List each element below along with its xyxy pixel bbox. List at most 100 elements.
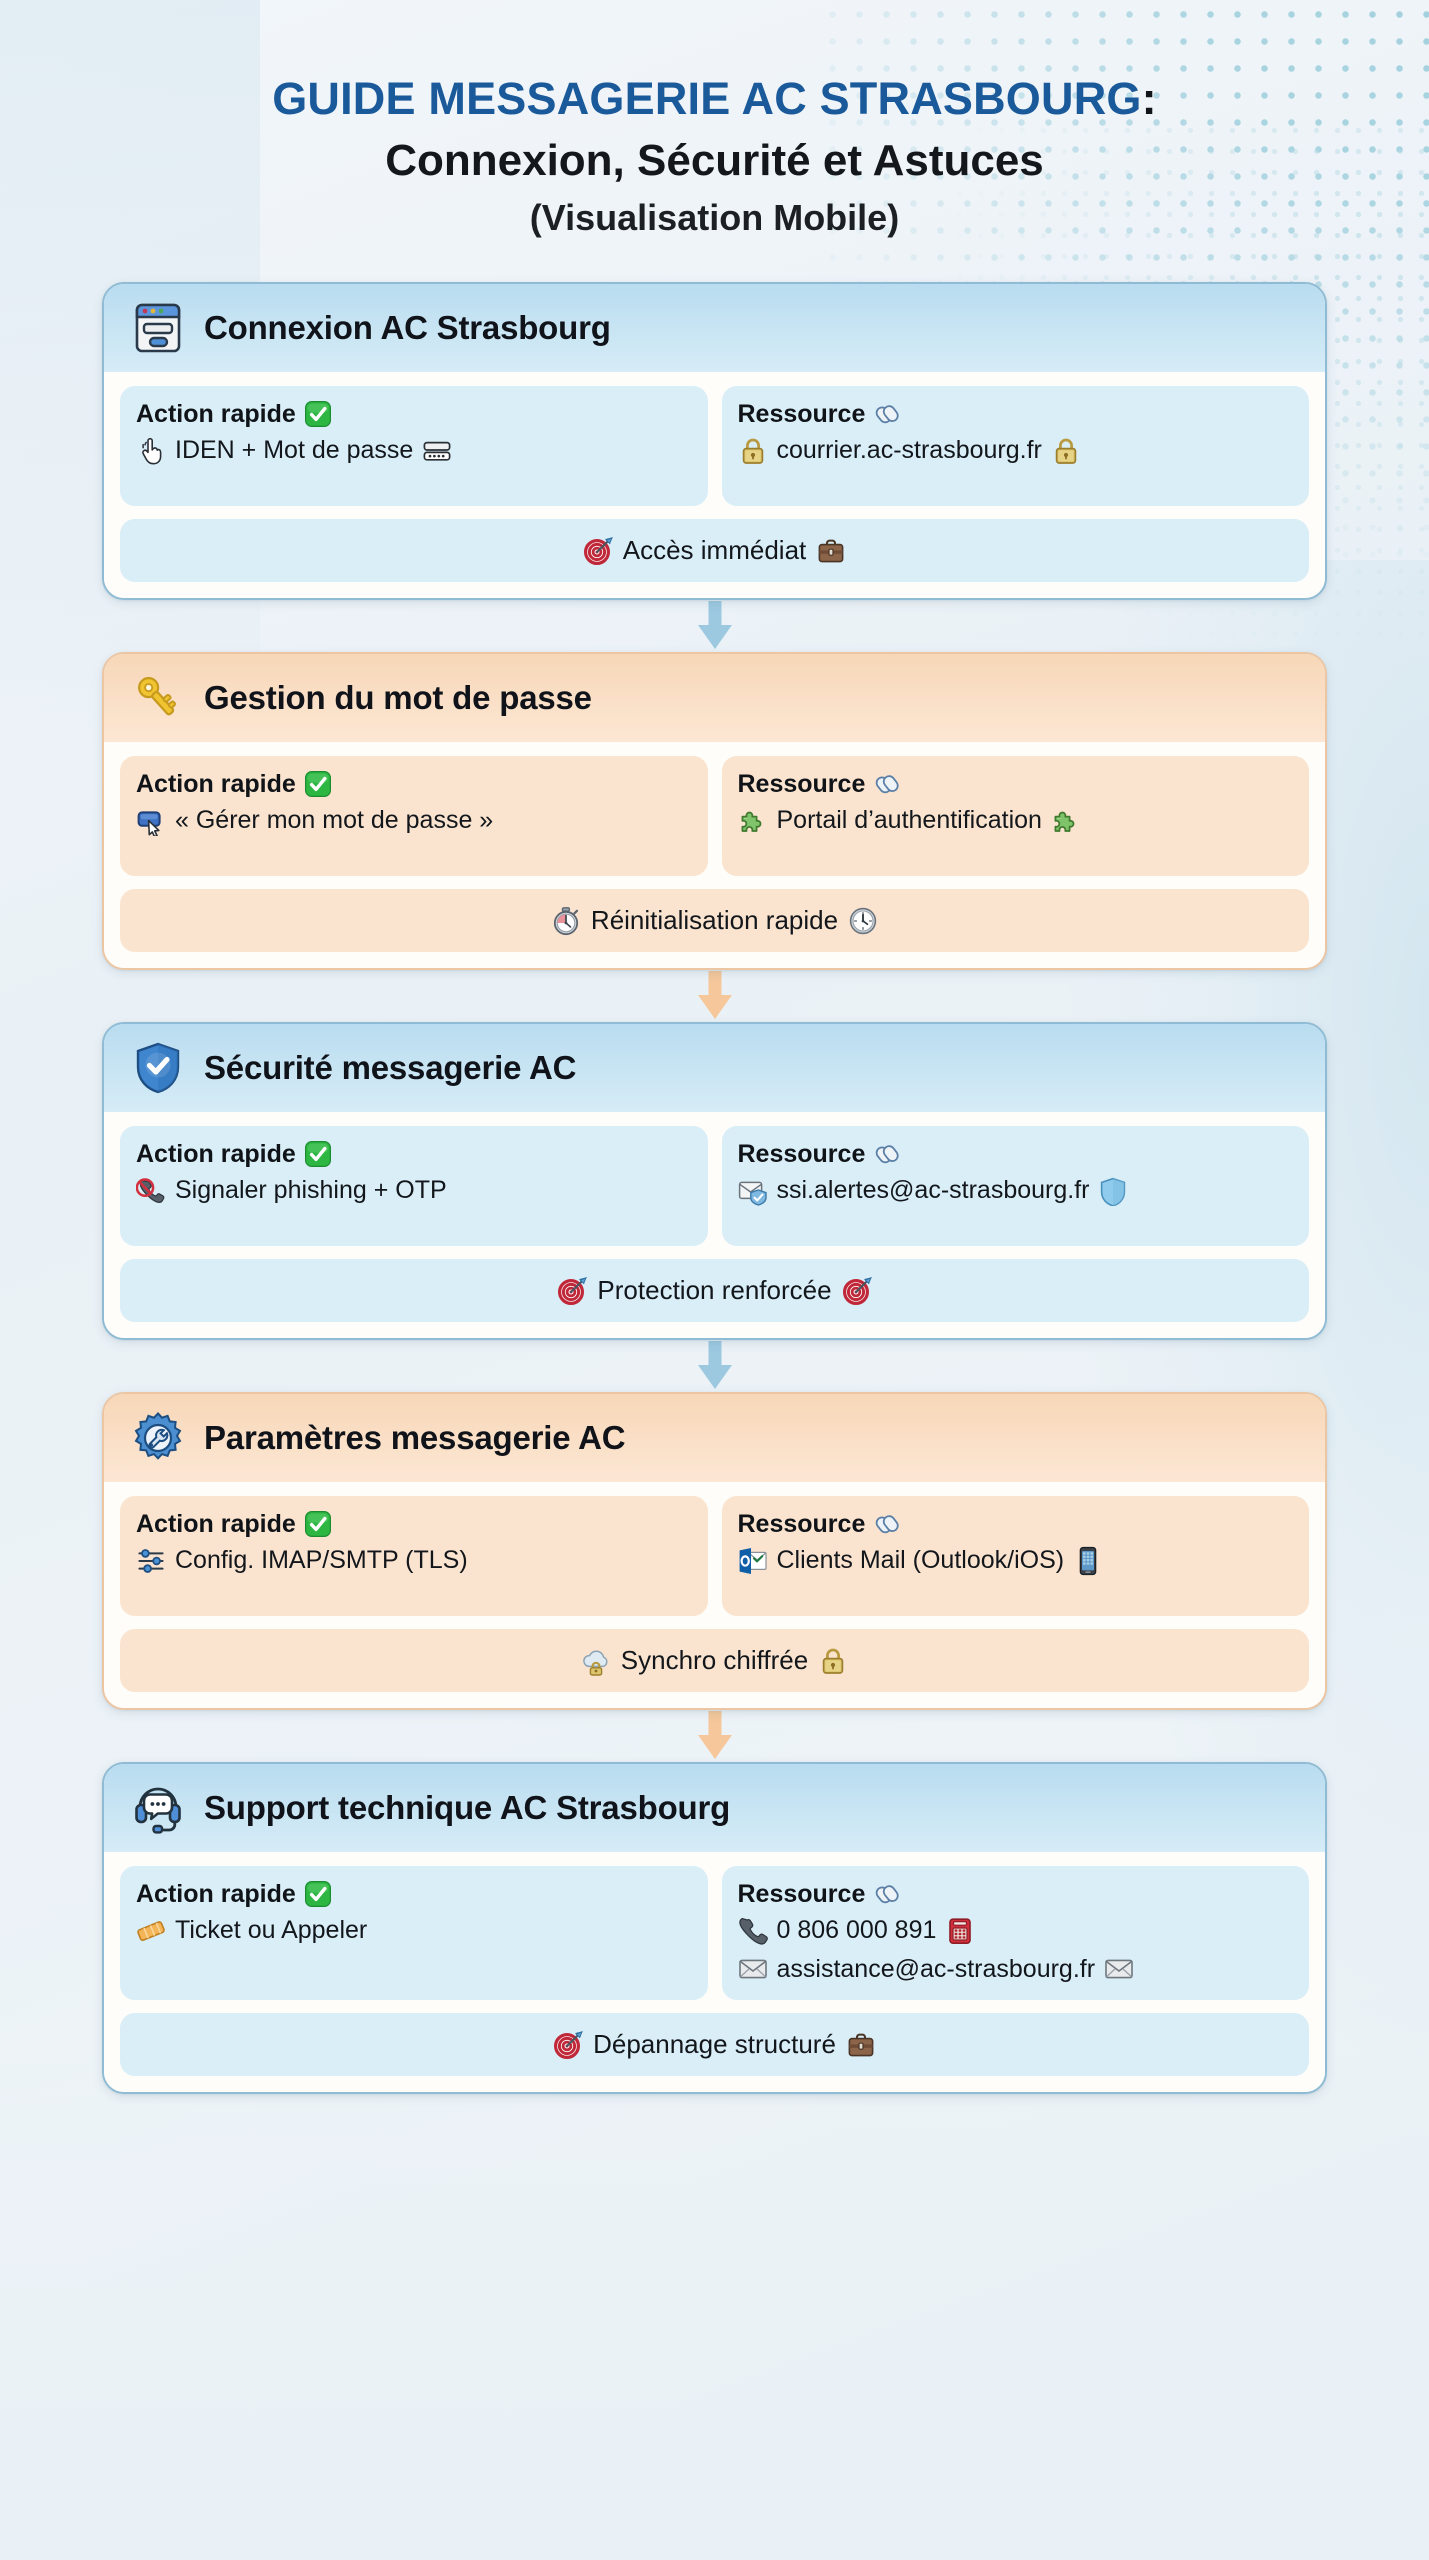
dart-target-icon — [583, 536, 613, 566]
resource-panel-label: Ressource — [738, 399, 1294, 429]
resource-panel-label: Ressource — [738, 769, 1294, 799]
page-header: GUIDE MESSAGERIE AC STRASBOURG: Connexio… — [0, 0, 1429, 260]
key-icon — [130, 670, 186, 726]
resource-row: Portail d’authentification — [738, 804, 1294, 837]
action-text: IDEN + Mot de passe — [175, 436, 414, 465]
card-title: Gestion du mot de passe — [204, 679, 592, 717]
action-text: « Gérer mon mot de passe » — [175, 806, 494, 835]
card-header: Gestion du mot de passe — [104, 654, 1325, 743]
card-body: Action rapide « Gérer mon mot de passe » R… — [104, 742, 1325, 969]
mobile-phone-icon — [1073, 1546, 1103, 1576]
outlook-app-icon — [738, 1546, 768, 1576]
action-row: IDEN + Mot de passe — [136, 434, 692, 467]
page-title-tertiary: (Visualisation Mobile) — [529, 196, 900, 238]
resource-panel-label: Ressource — [738, 1509, 1294, 1539]
stopwatch-icon — [551, 906, 581, 936]
resource-row: Clients Mail (Outlook/iOS) — [738, 1544, 1294, 1577]
secure-mail-icon — [738, 1176, 768, 1206]
cloud-lock-icon — [581, 1646, 611, 1676]
link-chain-icon — [872, 1879, 902, 1909]
card-footer-text: Dépannage structuré — [593, 2029, 836, 2060]
card-columns: Action rapide « Gérer mon mot de passe » R… — [120, 756, 1309, 877]
resource-label-text: Ressource — [737, 1879, 866, 1908]
action-text: Ticket ou Appeler — [175, 1916, 368, 1945]
card-title: Sécurité messagerie AC — [204, 1049, 577, 1087]
no-phishing-phone-icon — [136, 1176, 166, 1206]
browser-login-window-icon — [130, 300, 186, 356]
flow-connector — [0, 1340, 1429, 1392]
action-panel-label: Action rapide — [136, 399, 692, 429]
action-panel-label: Action rapide — [136, 1509, 692, 1539]
headset-support-icon — [130, 1780, 186, 1836]
clock-icon — [848, 906, 878, 936]
green-check-badge — [303, 399, 333, 429]
page-title-colon: : — [1141, 73, 1157, 124]
action-text: Signaler phishing + OTP — [175, 1176, 447, 1205]
shield-check-icon — [130, 1040, 186, 1096]
card-footer-strip: Dépannage structuré — [120, 2013, 1309, 2077]
link-chain-icon — [872, 769, 902, 799]
password-field-icon — [422, 436, 452, 466]
action-row: Config. IMAP/SMTP (TLS) — [136, 1544, 692, 1577]
resource-text: courrier.ac-strasbourg.fr — [776, 436, 1042, 465]
card-title: Support technique AC Strasbourg — [204, 1789, 731, 1827]
card-title: Connexion AC Strasbourg — [204, 309, 611, 347]
sliders-settings-icon — [136, 1546, 166, 1576]
card-footer-strip: Protection renforcée — [120, 1259, 1309, 1323]
action-row: Signaler phishing + OTP — [136, 1174, 692, 1207]
resource-text: Clients Mail (Outlook/iOS) — [776, 1546, 1065, 1575]
puzzle-piece-icon — [1051, 806, 1081, 836]
resource-text: ssi.alertes@ac-strasbourg.fr — [776, 1176, 1090, 1205]
resource-panel: Ressource courrier.ac-strasbourg.fr — [721, 386, 1309, 507]
gear-wrench-icon — [130, 1410, 186, 1466]
resource-panel: Ressource 0 806 000 891 assistance@ac-stra… — [721, 1866, 1309, 2001]
flow-connector — [0, 970, 1429, 1022]
action-panel-label: Action rapide — [136, 769, 692, 799]
arrow-down-icon — [697, 1341, 732, 1390]
resource-label-text: Ressource — [737, 399, 866, 428]
action-panel-label: Action rapide — [136, 1879, 692, 1909]
resource-text: assistance@ac-strasbourg.fr — [776, 1954, 1096, 1983]
action-panel-label: Action rapide — [136, 1139, 692, 1169]
arrow-down-icon — [697, 601, 732, 650]
resource-label-text: Ressource — [737, 769, 866, 798]
card-footer-text: Protection renforcée — [597, 1275, 832, 1306]
dart-target-icon — [557, 1276, 588, 1306]
resource-row: ssi.alertes@ac-strasbourg.fr — [738, 1174, 1294, 1207]
card-footer-text: Réinitialisation rapide — [590, 905, 839, 936]
card-footer-text: Synchro chiffrée — [620, 1645, 809, 1676]
cursor-click-button-icon — [136, 806, 166, 836]
resource-text: 0 806 000 891 — [776, 1916, 937, 1945]
link-chain-icon — [872, 1509, 902, 1539]
green-check-badge — [303, 769, 333, 799]
action-label-text: Action rapide — [136, 399, 296, 428]
page-title-secondary: Connexion, Sécurité et Astuces — [385, 136, 1044, 186]
action-label-text: Action rapide — [136, 769, 296, 798]
card-footer-strip: Accès immédiat — [120, 519, 1309, 583]
flow-connector — [0, 600, 1429, 652]
card-header: Support technique AC Strasbourg — [104, 1764, 1325, 1853]
green-check-badge — [303, 1879, 333, 1909]
